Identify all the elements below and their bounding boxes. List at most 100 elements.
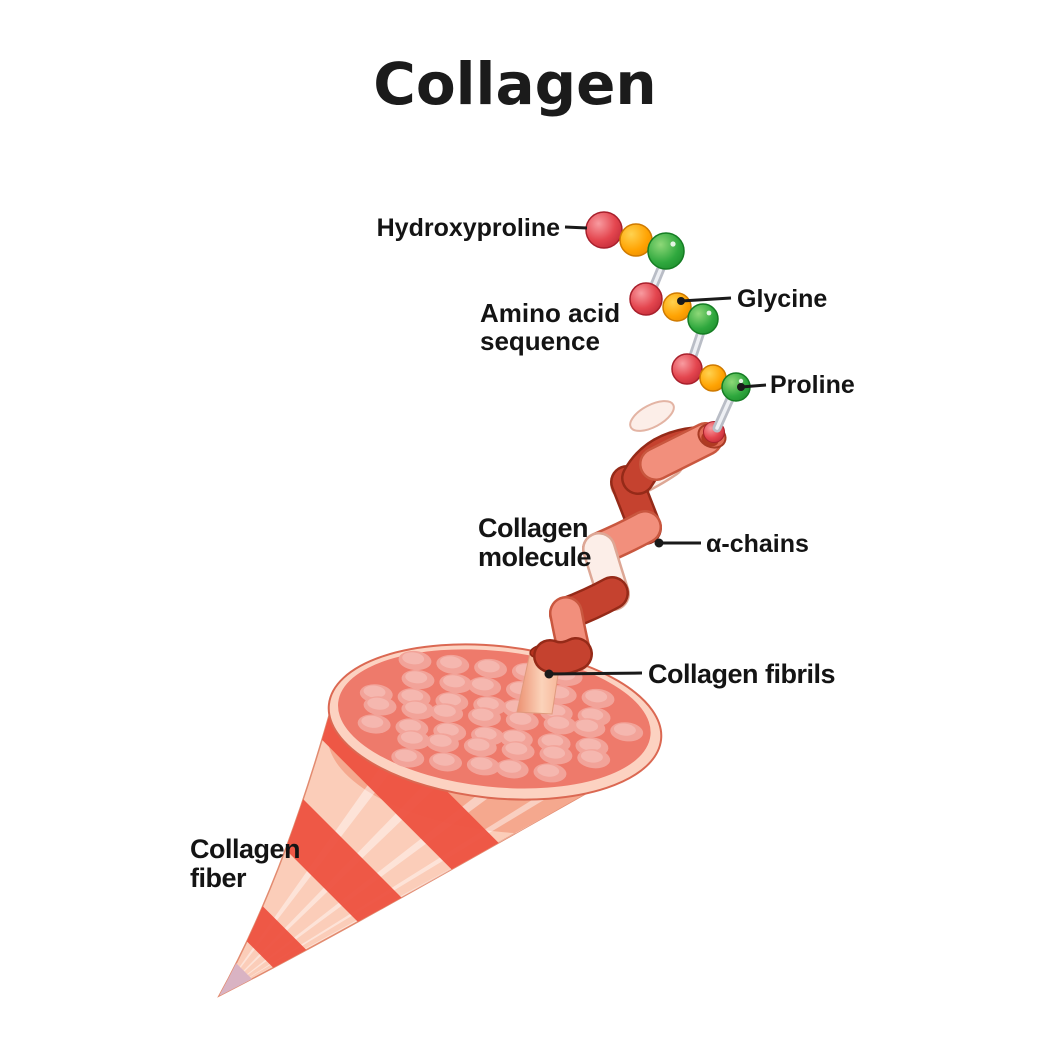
amino-acid-triplet-1 (585, 211, 685, 270)
fibril-dot-highlight (399, 719, 422, 732)
fibril-dot (429, 752, 463, 772)
collagen-molecule-label-line1: Collagen (478, 513, 588, 543)
proline-bead (647, 232, 685, 270)
page-title: Collagen (373, 50, 656, 118)
amino-acid-sequence-label-line1: Amino acid (480, 298, 620, 328)
fibril-dot (572, 718, 606, 738)
fibril-dot (430, 703, 464, 723)
fibril-dot-highlight (433, 704, 456, 717)
fibril-dot-highlight (440, 656, 462, 669)
fibril-dot (543, 715, 577, 735)
fibril-dot (495, 759, 529, 779)
fiber-cross-section (327, 643, 663, 801)
fibril-dot-highlight (585, 690, 608, 703)
glycine-leader-line (680, 296, 732, 303)
fibril-dot (391, 748, 425, 768)
fibril-dot (468, 707, 501, 727)
fibril-dot-highlight (509, 712, 532, 725)
fibril-dot (401, 669, 435, 690)
fibril-dot-highlight (436, 723, 459, 736)
fibril-dot (474, 658, 508, 679)
fibril-dot-highlight (581, 708, 604, 721)
alpha-chains-label: α-chains (706, 530, 809, 558)
bead-highlight (738, 378, 744, 384)
fibril-dot (610, 722, 644, 742)
fibril-dot-highlight (405, 671, 428, 684)
collagen-molecule-braid (533, 400, 727, 676)
fibril-dot (581, 688, 615, 709)
fibril-dot-highlight (499, 760, 522, 773)
fibril-dot-highlight (503, 730, 526, 743)
fibril-dot (439, 673, 473, 694)
hydroxyproline-label: Hydroxyproline (377, 214, 560, 242)
fibril-dot (363, 696, 397, 716)
fibril-dot (426, 733, 459, 753)
leader-lines (544, 225, 767, 679)
fibril-dot-highlight (467, 738, 490, 751)
fibril-dot-highlight (547, 716, 570, 729)
fibril-dot-highlight (432, 753, 455, 766)
fiber-tip-band (219, 787, 428, 996)
bead-highlight (706, 310, 712, 316)
fibril-dot (357, 714, 391, 734)
fibril-dot-highlight (401, 689, 424, 702)
fibril-dot (401, 700, 435, 720)
bead-highlight (670, 241, 676, 247)
collagen-fibrils-label: Collagen fibrils (648, 659, 835, 689)
collagen-fibrils-leader-line (548, 671, 643, 676)
fibril-dot-highlight (613, 723, 636, 736)
collagen-fiber-cone (217, 697, 647, 998)
amino-acid-sequence-label-line2: sequence (480, 326, 600, 356)
fibril-dot (505, 711, 539, 731)
alpha-chain-pale-end (629, 400, 675, 432)
fibril-dot-highlight (470, 757, 493, 770)
hydroxyproline-leader-line (564, 225, 588, 230)
proline-label: Proline (770, 371, 855, 399)
fibril-dot-highlight (395, 749, 417, 762)
hydroxyproline-bead (671, 353, 703, 385)
collagen-fiber-label-line2: fiber (190, 863, 247, 893)
glycine-bead (619, 223, 653, 257)
fibril-dot-highlight (367, 697, 390, 710)
fibril-dot (501, 741, 535, 761)
fibril-dot-highlight (363, 685, 386, 698)
glycine-label: Glycine (737, 285, 827, 313)
fibril-dot-highlight (443, 675, 465, 688)
fibril-dot (539, 745, 573, 765)
fibril-dot-highlight (439, 693, 462, 706)
fibril-dot-highlight (505, 742, 528, 755)
proline-bead (687, 303, 719, 335)
collagen-fiber-label-line1: Collagen (190, 834, 300, 864)
fibril-dot (463, 737, 497, 757)
fibril-dot-highlight (361, 715, 384, 728)
fibril-dot-highlight (543, 746, 566, 759)
fibril-dot-highlight (400, 731, 423, 744)
fibril-dot-highlight (537, 764, 560, 777)
fiber-red-band-3 (219, 745, 470, 996)
glycine-bead (662, 292, 692, 322)
amino-acid-triplet-2 (629, 282, 719, 335)
fibril-dot (398, 650, 432, 671)
collagen-molecule-label-line2: molecule (478, 542, 592, 572)
fibril-dot-highlight (576, 719, 599, 732)
amino-acid-triplet-3 (671, 353, 751, 402)
fibril-dot (397, 730, 431, 750)
fibril-dot-highlight (474, 727, 497, 740)
fibril-dot (468, 676, 502, 697)
fibril-dot-highlight (471, 708, 494, 721)
fibril-dot (436, 654, 470, 675)
alpha-chain-dark-tail (535, 639, 591, 673)
fibril-dot-highlight (579, 738, 602, 751)
fibril-dot-highlight (477, 660, 500, 673)
fibril-dot (577, 749, 611, 769)
proline-leader-line (740, 383, 767, 389)
fibril-dot (533, 763, 567, 783)
fibril-dots (357, 650, 644, 783)
fibril-dot-highlight (402, 652, 425, 665)
hydroxyproline-bead (629, 282, 663, 316)
fibril-dot-highlight (541, 734, 564, 747)
fibril-dot-highlight (476, 697, 499, 710)
fibril-dot (466, 756, 500, 776)
fibril-dot-highlight (471, 678, 494, 691)
